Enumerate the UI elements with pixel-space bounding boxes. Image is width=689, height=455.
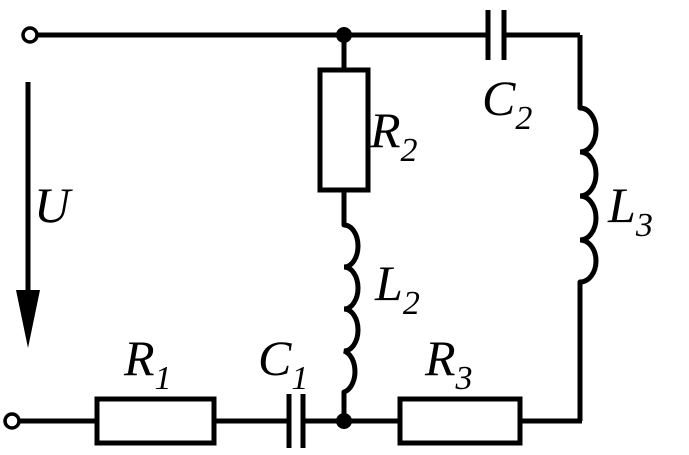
inductor-l2 (341, 222, 361, 395)
capacitor-c1 (286, 394, 306, 448)
resistor-r2 (317, 67, 371, 193)
top-terminal (21, 26, 39, 44)
label-r1: R1 (123, 330, 172, 397)
top-wire (38, 32, 583, 108)
label-r3: R3 (424, 330, 473, 397)
label-c2: C2 (482, 70, 532, 137)
bottom-junction-node (336, 413, 352, 429)
label-l3: L3 (607, 177, 653, 244)
resistor-r3 (397, 396, 523, 446)
label-r2: R2 (369, 102, 418, 169)
top-junction-node (336, 27, 352, 43)
capacitor-c2 (485, 10, 507, 60)
voltage-label: U (34, 177, 73, 233)
resistor-r1 (94, 396, 217, 446)
voltage-arrow (16, 82, 40, 348)
inductor-l3 (577, 105, 599, 285)
right-wire (520, 282, 583, 424)
bottom-terminal (3, 412, 21, 430)
label-c1: C1 (258, 330, 308, 397)
label-l2: L2 (374, 255, 420, 322)
